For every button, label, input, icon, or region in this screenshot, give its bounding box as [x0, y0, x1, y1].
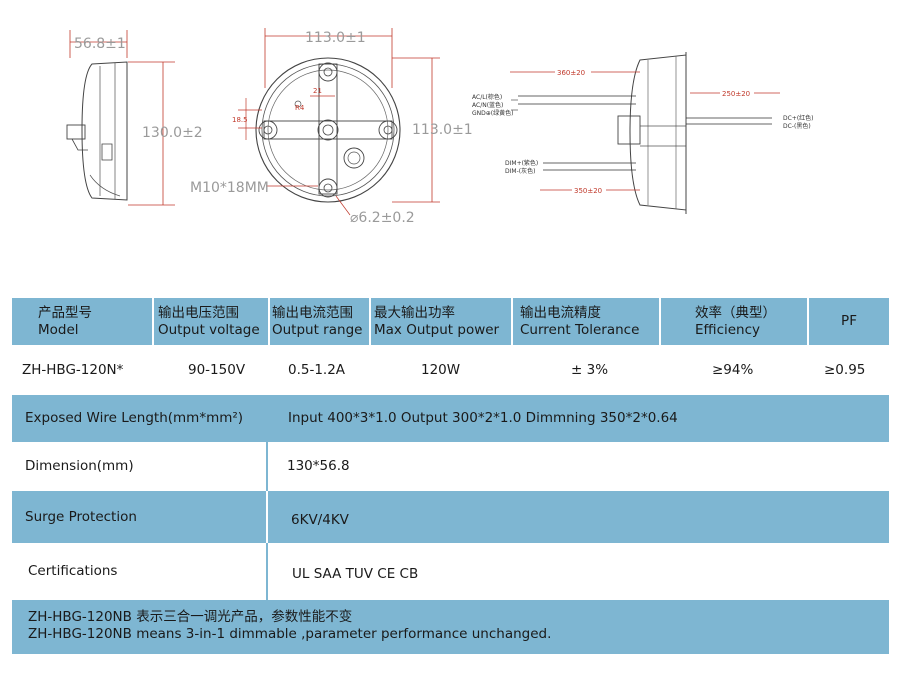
- ac-n-label: AC/N(蓝色): [472, 101, 503, 109]
- header-output-voltage-en: Output voltage: [158, 321, 260, 338]
- value-model: ZH-HBG-120N*: [22, 361, 124, 378]
- header-efficiency-cn: 效率（典型）: [695, 304, 776, 321]
- wire-length-label: Exposed Wire Length(mm*mm²): [25, 410, 244, 426]
- technical-drawings: 56.8±1 130.0±2 113.0±1: [66, 28, 814, 226]
- header-model-cn: 产品型号: [38, 304, 92, 321]
- note-en: ZH-HBG-120NB means 3-in-1 dimmable ,para…: [28, 626, 552, 642]
- divider: [266, 491, 268, 543]
- dc-plus-label: DC+(红色): [783, 114, 814, 122]
- dimension-label: Dimension(mm): [25, 458, 134, 474]
- dc-minus-label: DC-(黑色): [783, 122, 811, 130]
- divider: [807, 298, 809, 345]
- certifications-row: Certifications UL SAA TUV CE CB: [12, 543, 889, 600]
- surge-row: Surge Protection 6KV/4KV: [12, 491, 889, 543]
- note: ZH-HBG-120NB 表示三合一调光产品，参数性能不变 ZH-HBG-120…: [28, 600, 878, 654]
- dim-minus-label: DIM-(灰色): [505, 167, 535, 175]
- output-length-label: 250±20: [722, 90, 750, 98]
- top-view: 113.0±1 21 R4 18.5 113.0±1: [190, 28, 473, 226]
- divider: [369, 298, 371, 345]
- certifications-label: Certifications: [28, 563, 118, 579]
- dim-length-label: 350±20: [574, 187, 602, 195]
- header-output-voltage: 输出电压范围 Output voltage: [154, 298, 268, 345]
- offset-label: 18.5: [232, 116, 248, 124]
- header-output-range-cn: 输出电流范围: [272, 304, 353, 321]
- header-model: 产品型号 Model: [12, 298, 152, 345]
- gnd-label: GND⊕(绿黄色): [472, 109, 513, 117]
- divider: [511, 298, 513, 345]
- front-width-label: 56.8±1: [74, 36, 126, 52]
- value-pf: ≥0.95: [824, 361, 866, 378]
- divider: [268, 298, 270, 345]
- ac-l-label: AC/L(棕色): [472, 93, 502, 101]
- table-header-row: 产品型号 Model 输出电压范围 Output voltage 输出电流范围 …: [12, 298, 889, 345]
- dimension-value: 130*56.8: [287, 458, 350, 474]
- value-max-power: 120W: [421, 361, 461, 378]
- value-current-tolerance: ± 3%: [571, 361, 609, 378]
- table-values-row: ZH-HBG-120N* 90-150V 0.5-1.2A 120W ± 3% …: [12, 345, 889, 395]
- divider: [152, 298, 154, 345]
- side-view: 360±20 AC/L(棕色) AC/N(蓝色) GND⊕(绿黄色) 250±2…: [472, 52, 814, 214]
- header-current-tolerance-cn: 输出电流精度: [520, 304, 601, 321]
- value-output-range: 0.5-1.2A: [288, 361, 346, 378]
- header-efficiency: 效率（典型） Efficiency: [661, 298, 807, 345]
- top-diameter-label: 113.0±1: [305, 30, 366, 46]
- spec-table: 产品型号 Model 输出电压范围 Output voltage 输出电流范围 …: [12, 298, 889, 654]
- hole-spacing-label: 21: [313, 87, 322, 95]
- front-height-label: 130.0±2: [142, 125, 203, 141]
- surge-label: Surge Protection: [25, 508, 137, 525]
- certifications-value: UL SAA TUV CE CB: [292, 566, 419, 582]
- note-row: ZH-HBG-120NB 表示三合一调光产品，参数性能不变 ZH-HBG-120…: [12, 600, 889, 654]
- value-output-voltage: 90-150V: [188, 361, 246, 378]
- header-current-tolerance: 输出电流精度 Current Tolerance: [513, 298, 659, 345]
- hole-label: ⌀6.2±0.2: [350, 210, 415, 226]
- input-length-label: 360±20: [557, 69, 585, 77]
- angle-label: R4: [295, 104, 305, 112]
- header-output-voltage-cn: 输出电压范围: [158, 304, 239, 321]
- divider: [266, 442, 268, 491]
- note-cn: ZH-HBG-120NB 表示三合一调光产品，参数性能不变: [28, 609, 353, 625]
- header-max-power: 最大输出功率 Max Output power: [371, 298, 511, 345]
- top-height-label: 113.0±1: [412, 122, 473, 138]
- header-output-range-en: Output range: [272, 321, 363, 338]
- divider: [266, 543, 268, 600]
- screw-label: M10*18MM: [190, 180, 269, 196]
- wire-length-row: Exposed Wire Length(mm*mm²) Input 400*3*…: [12, 395, 889, 442]
- value-efficiency: ≥94%: [712, 361, 754, 378]
- header-efficiency-en: Efficiency: [695, 321, 761, 338]
- front-view: 56.8±1 130.0±2: [66, 30, 203, 206]
- wire-length-value: Input 400*3*1.0 Output 300*2*1.0 Dimmnin…: [288, 410, 678, 426]
- header-pf-en: PF: [841, 313, 857, 329]
- header-pf: PF: [809, 298, 889, 345]
- header-output-range: 输出电流范围 Output range: [270, 298, 369, 345]
- header-max-power-en: Max Output power: [374, 321, 500, 338]
- dimension-row: Dimension(mm) 130*56.8: [12, 442, 889, 491]
- surge-value: 6KV/4KV: [291, 511, 349, 528]
- header-current-tolerance-en: Current Tolerance: [520, 321, 640, 338]
- header-model-en: Model: [38, 321, 79, 338]
- dim-plus-label: DIM+(紫色): [505, 159, 538, 167]
- header-max-power-cn: 最大输出功率: [374, 304, 455, 321]
- divider: [659, 298, 661, 345]
